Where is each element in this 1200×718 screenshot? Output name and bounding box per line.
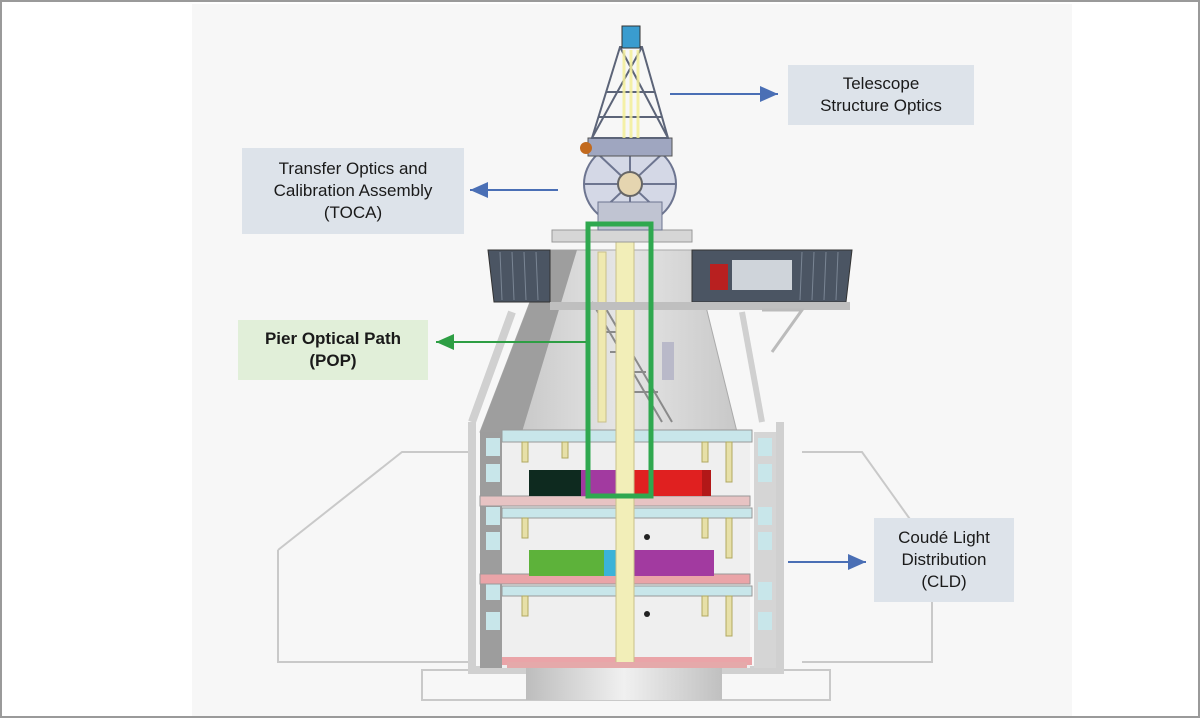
optical-bench-lower (529, 550, 714, 576)
telescope-callout: Telescope Structure Optics (788, 65, 974, 125)
pier-base (526, 664, 722, 700)
cld-callout: Coudé Light Distribution (CLD) (874, 518, 1014, 602)
secondary-mirror-housing (621, 25, 641, 49)
telescope-mount (580, 137, 677, 231)
pop-callout: Pier Optical Path (POP) (238, 320, 428, 380)
toca-callout: Transfer Optics and Calibration Assembly… (242, 148, 464, 234)
pop-highlight-box (585, 221, 654, 499)
pier-window (662, 342, 674, 380)
base-floor-ring (507, 662, 747, 668)
central-beam-tube (597, 241, 650, 673)
light-beam (622, 50, 640, 138)
observation-platform (487, 229, 853, 353)
